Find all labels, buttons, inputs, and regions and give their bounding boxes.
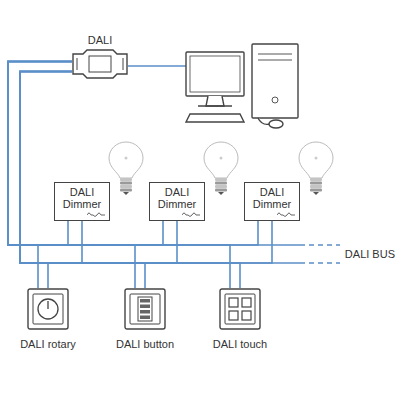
touch-switch-icon (219, 288, 261, 330)
dali-switch: DALI rotary (3, 288, 93, 350)
button-switch-icon (124, 288, 166, 330)
computer (186, 44, 298, 128)
bus-wire (8, 61, 177, 263)
dali-interface-icon (71, 48, 129, 80)
device-label: DALI touch (195, 338, 285, 350)
bus-wire (8, 61, 240, 288)
dimmer-box: DALI Dimmer (244, 182, 300, 221)
bus-wire (8, 61, 272, 263)
device-label: DALI rotary (3, 338, 93, 350)
dimmer-label: DALI Dimmer (250, 186, 294, 210)
dimmer-box: DALI Dimmer (149, 182, 205, 221)
bus-wire (8, 61, 72, 288)
bus-wire (8, 61, 82, 263)
dimmer-symbol (182, 211, 200, 218)
dali-switch: DALI button (100, 288, 190, 350)
bus-label: DALI BUS (343, 248, 397, 260)
device-label: DALI button (100, 338, 190, 350)
dali-interface: DALI (70, 34, 130, 80)
dimmer-symbol (277, 211, 295, 218)
bus-wire (8, 61, 145, 288)
dali-switch: DALI touch (195, 288, 285, 350)
rotary-switch-icon (27, 288, 69, 330)
dimmer-symbol (87, 211, 105, 218)
dimmer-box: DALI Dimmer (54, 182, 110, 221)
pc-link (128, 65, 186, 67)
dimmer-label: DALI Dimmer (155, 186, 199, 210)
device-heading: DALI (70, 34, 130, 46)
dimmer-label: DALI Dimmer (60, 186, 104, 210)
bus-dashes (8, 245, 340, 263)
